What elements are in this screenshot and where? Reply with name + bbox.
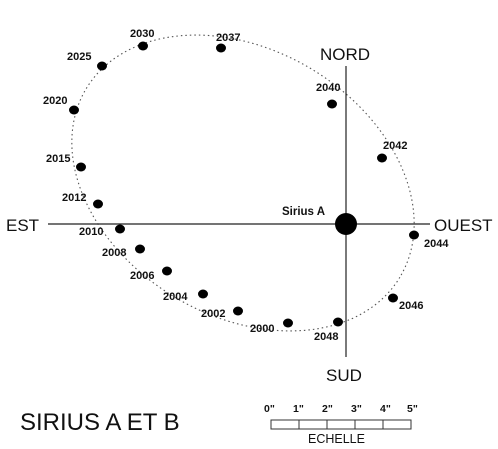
orbit-dot-2040 [327, 99, 337, 109]
year-label: 2002 [201, 308, 225, 320]
year-label: 2015 [46, 153, 70, 165]
orbit-dot-2020 [69, 105, 79, 115]
scale-caption: ECHELLE [308, 432, 365, 446]
orbit-dot-2008 [135, 244, 145, 254]
orbit-points [69, 41, 419, 328]
orbit-dot-2002 [233, 306, 243, 316]
year-label: 2010 [79, 226, 103, 238]
orbit-dot-2006 [162, 266, 172, 276]
orbit-dot-2044 [409, 230, 419, 240]
orbit-year-labels: 2030 2037 2025 2020 2015 2012 2010 2008 … [43, 28, 449, 343]
scale-bar-frame [270, 419, 412, 430]
year-label: 2037 [216, 32, 240, 44]
scale-tick-label: 4" [380, 403, 391, 415]
scale-tick-label: 2" [322, 403, 333, 415]
diagram-title: SIRIUS A ET B [20, 409, 180, 436]
direction-south: SUD [326, 366, 362, 385]
orbit-dot-2037 [216, 43, 226, 53]
orbit-dot-2004 [198, 289, 208, 299]
scale-tick-label: 0" [264, 403, 275, 415]
orbit-dot-2025 [97, 61, 107, 71]
scale-tick-label: 1" [293, 403, 304, 415]
direction-east: EST [6, 216, 39, 235]
year-label: 2030 [130, 28, 154, 40]
year-label: 2008 [102, 247, 126, 259]
scale-bar: 0" 1" 2" 3" 4" 5" ECHELLE [264, 403, 418, 446]
orbit-dot-2010 [115, 224, 125, 234]
year-label: 2046 [399, 300, 423, 312]
orbit-dot-2012 [93, 199, 103, 209]
year-label: 2020 [43, 95, 67, 107]
year-label: 2040 [316, 82, 340, 94]
year-label: 2025 [67, 51, 91, 63]
year-label: 2042 [383, 140, 407, 152]
direction-north: NORD [320, 45, 370, 64]
year-label: 2000 [250, 323, 274, 335]
year-label: 2006 [130, 270, 154, 282]
orbit-dot-2048 [333, 317, 343, 327]
orbit-dot-2030 [138, 41, 148, 51]
sirius-a-label: Sirius A [282, 206, 325, 218]
orbit-dot-2015 [76, 162, 86, 172]
year-label: 2012 [62, 192, 86, 204]
year-label: 2048 [314, 331, 338, 343]
year-label: 2044 [424, 238, 449, 250]
orbit-dot-2000 [283, 318, 293, 328]
sirius-a-star [335, 213, 357, 235]
scale-tick-label: 3" [351, 403, 362, 415]
year-label: 2004 [163, 291, 188, 303]
orbit-dot-2046 [388, 293, 398, 303]
scale-tick-label: 5" [407, 403, 418, 415]
direction-west: OUEST [434, 216, 493, 235]
orbit-path [71, 34, 415, 332]
orbit-dot-2042 [377, 153, 387, 163]
